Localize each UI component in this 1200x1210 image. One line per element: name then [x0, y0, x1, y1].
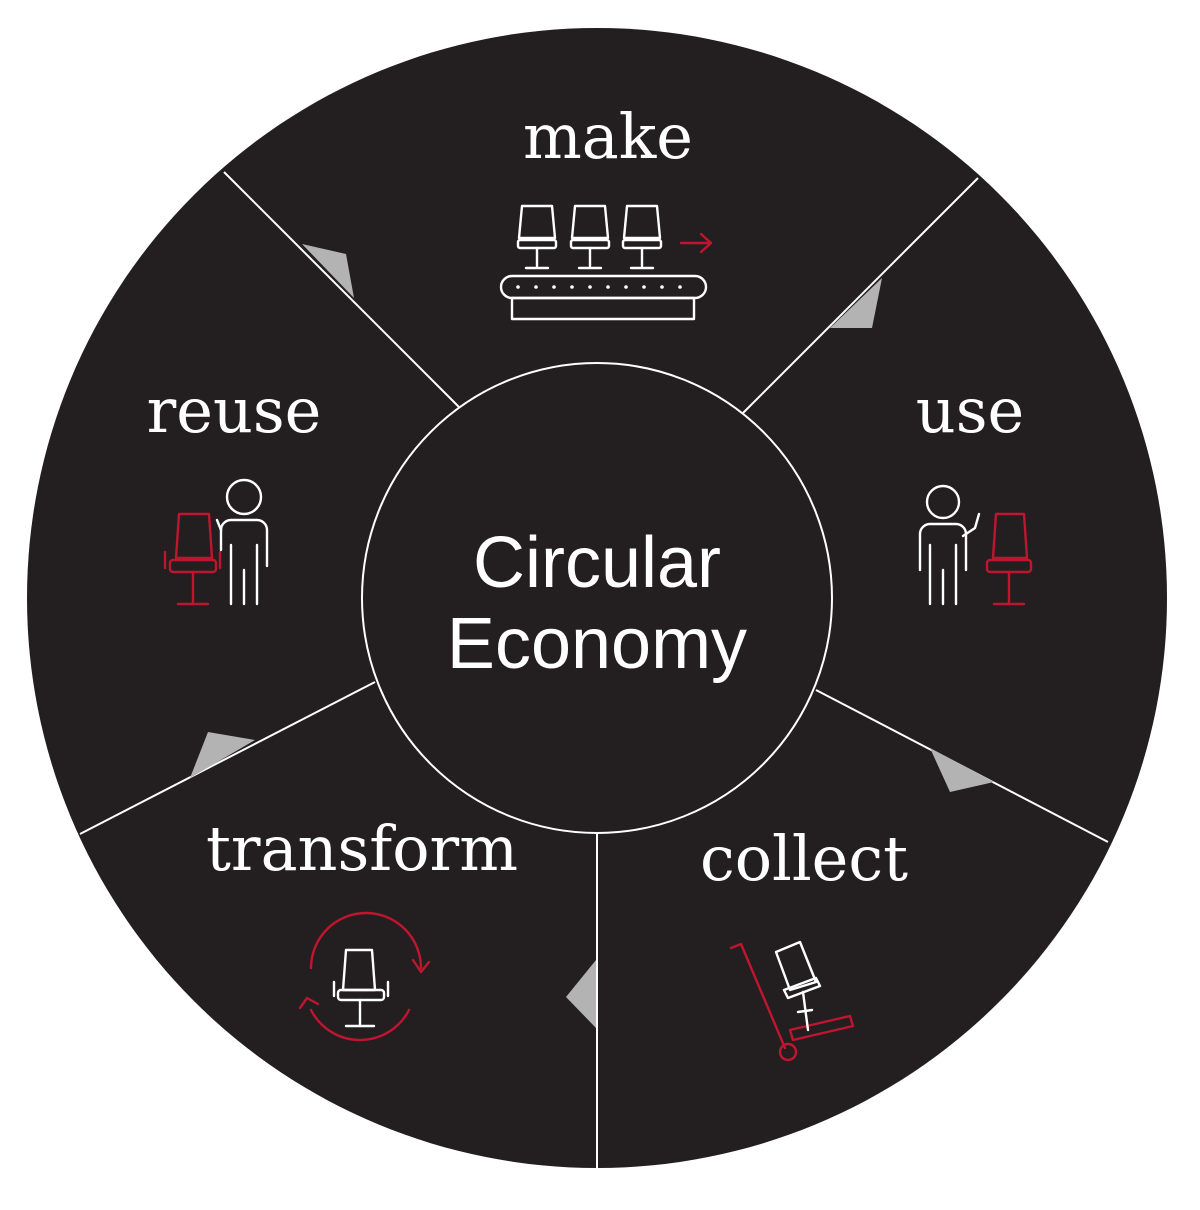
stage-label-reuse: reuse [147, 374, 322, 447]
flow-arrow-use-to-collect [930, 748, 994, 792]
stage-label-make: make [523, 100, 693, 173]
divider-transform-reuse [79, 681, 376, 835]
chair-with-person-icon [163, 478, 269, 606]
conveyor-chairs-icon [499, 204, 713, 321]
center-title-line1: Circular [473, 523, 721, 603]
flow-arrows [190, 244, 994, 1028]
center-title-line2: Economy [447, 604, 747, 684]
stage-label-transform: transform [206, 812, 518, 885]
divider-make-reuse [223, 171, 461, 409]
chair-recycle-arrows-icon [298, 911, 431, 1042]
flow-arrow-transform-to-reuse [190, 732, 255, 778]
hand-truck-chair-icon [729, 940, 855, 1062]
stage-label-use: use [916, 374, 1024, 447]
stage-label-collect: collect [700, 822, 908, 895]
flow-arrow-reuse-to-make [302, 244, 354, 298]
center-circle [361, 362, 833, 834]
divider-make-use [742, 177, 979, 414]
flow-arrow-collect-to-transform [566, 960, 596, 1028]
flow-arrow-make-to-use [830, 278, 882, 328]
person-with-chair-icon [918, 484, 1033, 606]
